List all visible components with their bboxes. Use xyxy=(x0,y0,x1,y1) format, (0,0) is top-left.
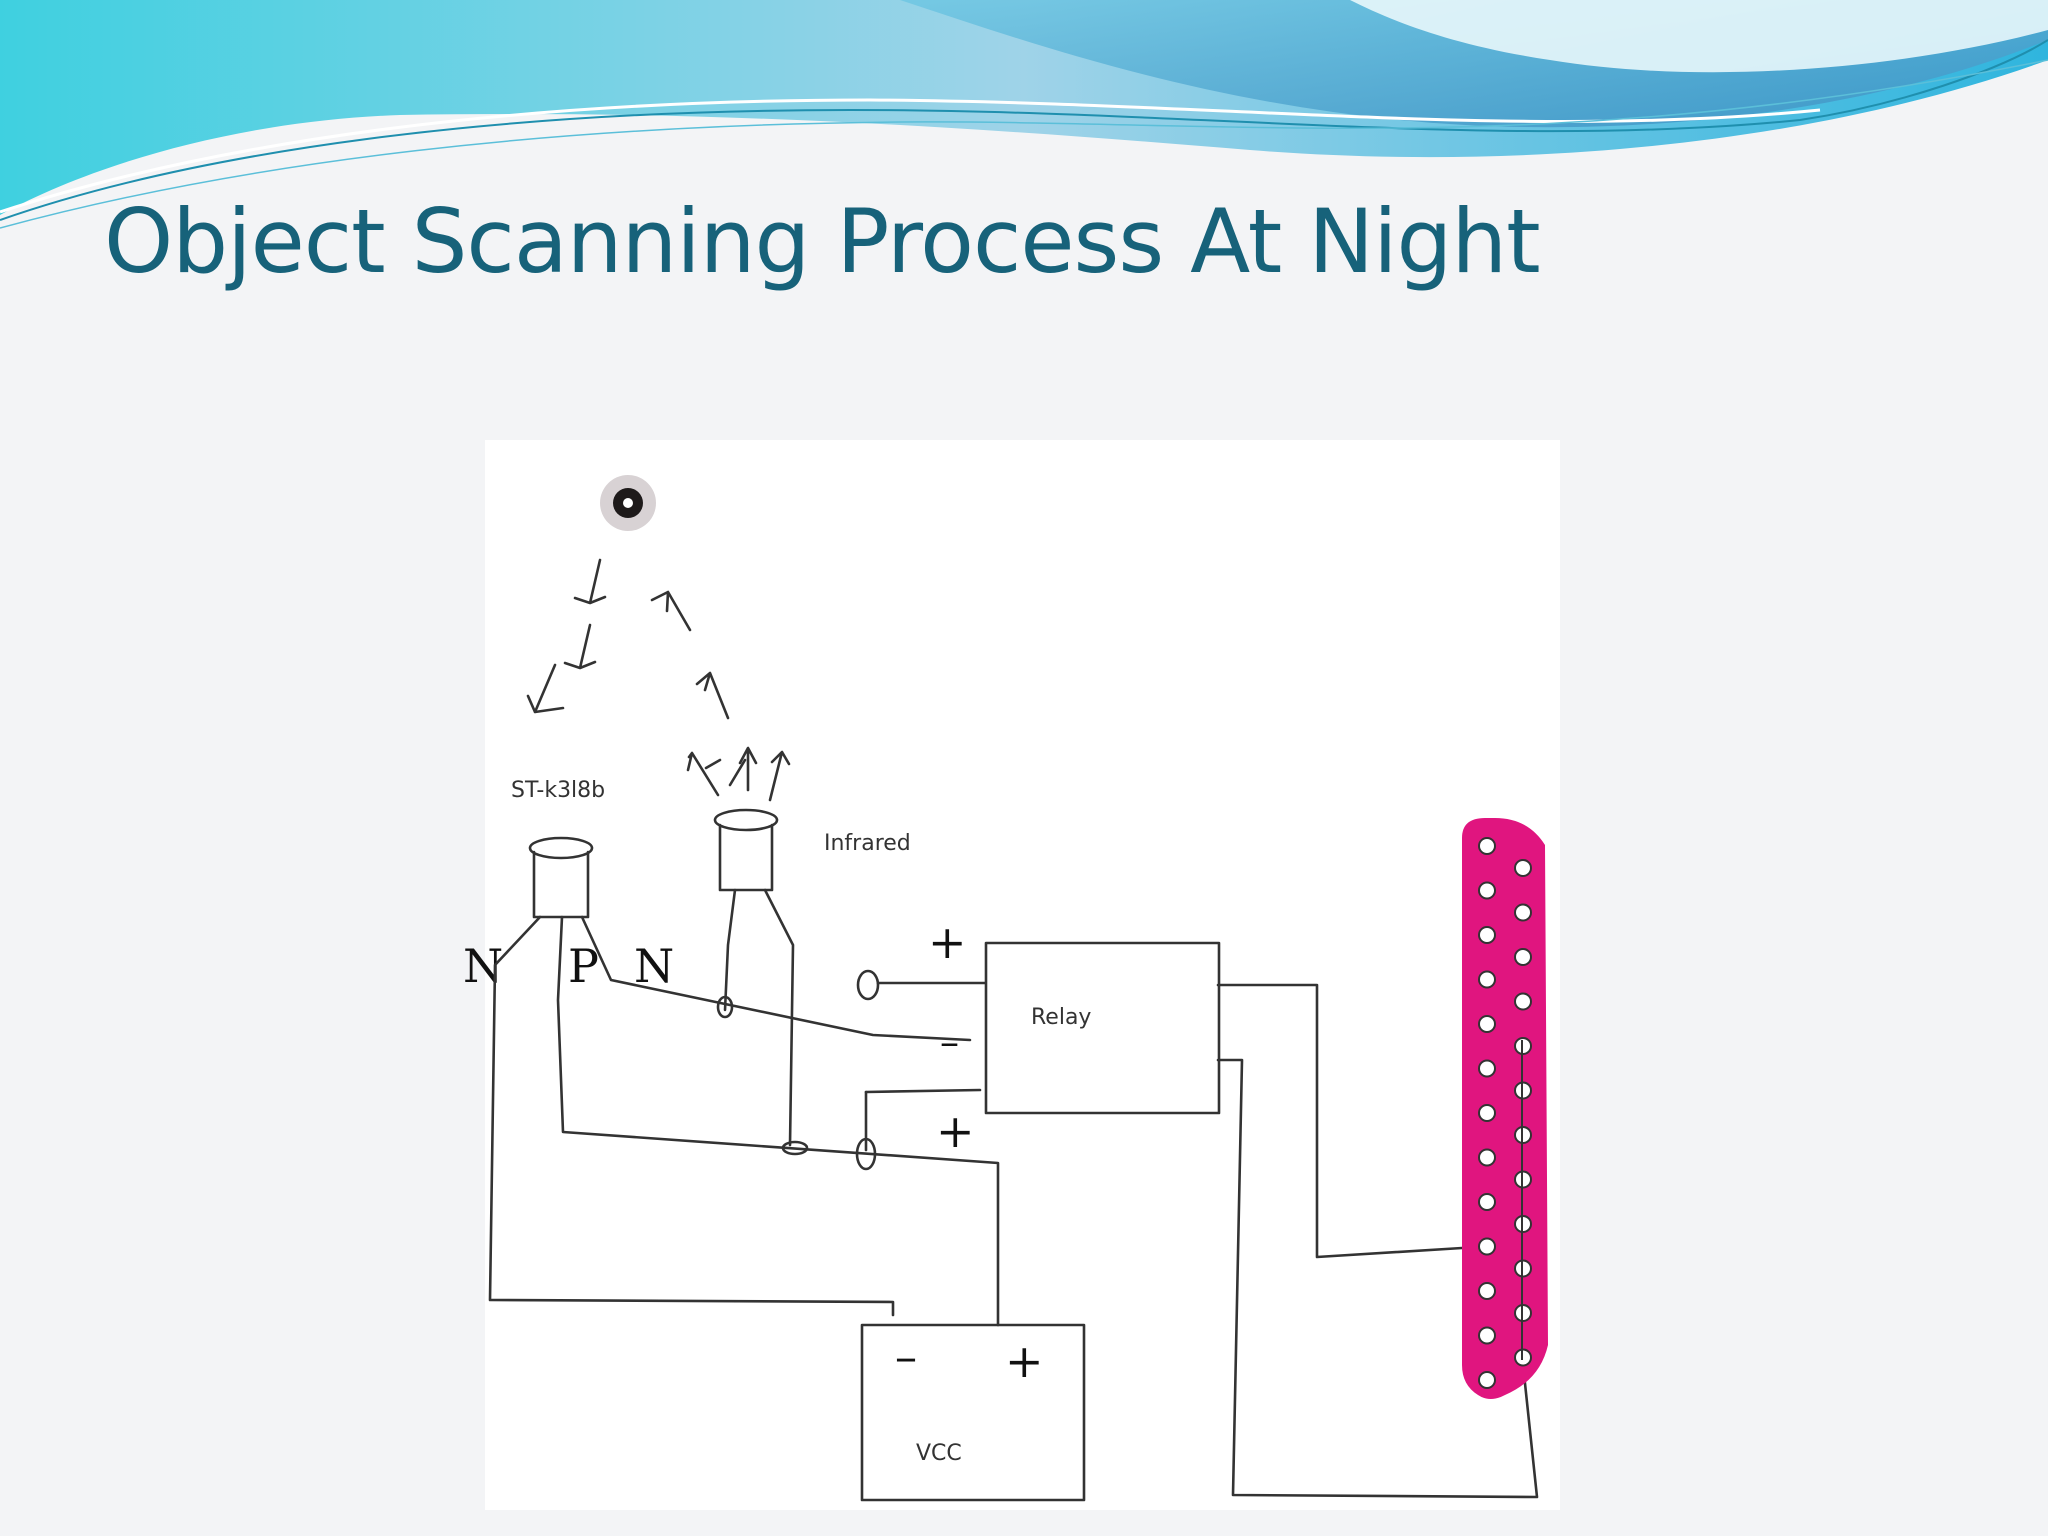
port-pin xyxy=(1478,1148,1496,1167)
relay-plus-top: + xyxy=(928,915,967,969)
slide-title: Object Scanning Process At Night xyxy=(104,190,1541,293)
emitted-arrows xyxy=(650,590,791,802)
diagram-panel xyxy=(485,440,1560,1510)
vcc-label: VCC xyxy=(916,1441,962,1466)
relay-plus-low: + xyxy=(936,1104,975,1158)
port-pin xyxy=(1478,1326,1496,1345)
port-pin xyxy=(1478,1237,1496,1256)
vcc-plus: + xyxy=(1005,1334,1044,1388)
port-pin xyxy=(1478,1371,1496,1389)
relay-box xyxy=(984,941,1221,1115)
port-pin xyxy=(1478,970,1496,989)
port-pin xyxy=(1514,859,1532,877)
port-pin xyxy=(1514,903,1532,922)
port-pin xyxy=(1514,992,1532,1011)
port-pin xyxy=(1478,1015,1496,1033)
port-pin xyxy=(1478,926,1496,944)
header-wave-banner xyxy=(0,0,2048,229)
port-pin xyxy=(1478,1104,1496,1122)
pin-n-right-label: N xyxy=(634,939,674,993)
db25-port-icon xyxy=(1462,818,1548,1399)
port-pin xyxy=(1478,837,1496,855)
vcc-battery xyxy=(860,1323,1086,1502)
infrared-emitter xyxy=(713,808,795,1147)
port-pin xyxy=(1478,1282,1496,1300)
port-pin xyxy=(1478,1059,1496,1078)
vcc-minus: – xyxy=(895,1332,917,1383)
object-dot-icon xyxy=(600,475,656,531)
pin-p-label: P xyxy=(568,939,599,993)
port-pin xyxy=(1478,1193,1496,1211)
sensor-label: ST-k3l8b xyxy=(511,778,605,803)
circuit-wires xyxy=(488,915,1539,1499)
relay-minus: – xyxy=(940,1020,959,1064)
infrared-label: Infrared xyxy=(824,831,911,856)
port-pin xyxy=(1514,948,1532,966)
relay-label: Relay xyxy=(1031,1005,1091,1030)
port-pin xyxy=(1478,881,1496,900)
pin-n-left-label: N xyxy=(463,939,503,993)
reflected-arrows xyxy=(526,558,607,714)
